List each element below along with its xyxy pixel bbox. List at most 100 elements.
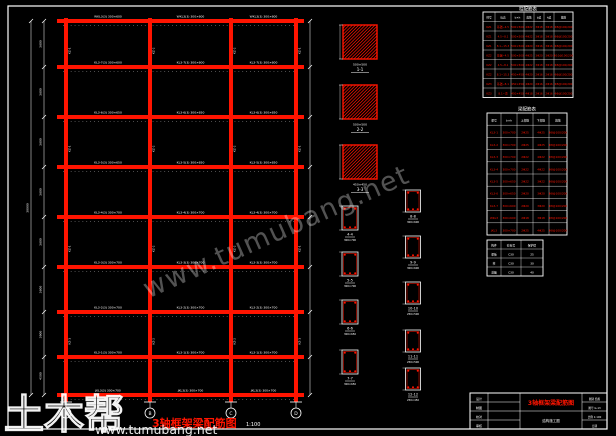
table-cell: 2Φ25 [521,228,529,232]
rebar-dot [343,207,346,210]
beam-label: KL3-3(3) 300×700 [94,261,122,265]
table-cell: 8.1~15.3 [497,73,510,77]
section-hatch [343,85,377,119]
rebar-dot [343,320,346,323]
table-cell: 40 [530,270,534,274]
table-cell: 300×600 [502,204,515,208]
table-cell: 500×500 [511,54,524,58]
table-cell: 3Φ16 [535,44,543,48]
section-label: 10-10 [408,307,418,311]
stirrup [406,283,420,303]
section-outline [341,299,359,325]
table-cell: 砼标号 [507,243,516,247]
rebar-dot [354,226,357,229]
table-cell: Φ8@100/200 [555,73,573,77]
section-dim: 250×500 [407,312,419,316]
table-cell: 3Φ20 [537,204,545,208]
section-dim: 300×650 [344,332,356,336]
dim-tick [41,309,47,315]
table-cell: 2Φ16 [535,92,543,96]
stirrup [406,331,420,351]
table-cell: 4Φ22 [525,35,533,39]
table-cell: C30 [508,261,514,265]
beam-label: KL3-1(3) 300×700 [250,351,278,355]
table-cell: KZ1 [486,35,492,39]
table-cell: 3Φ22 [537,180,545,184]
table-cell: 2Φ22 [521,155,529,159]
table-cell: 300×700 [502,167,515,171]
table-cell: KL3-3 [490,155,498,159]
rebar-dot [407,237,410,240]
beam-label: KL3-7(3) 300×600 [94,61,122,65]
table-cell: 4Φ25 [537,143,545,147]
table-cell: 4Φ20 [525,44,533,48]
table-cell: KZ3 [486,82,492,86]
table-cell: 4Φ20 [525,82,533,86]
beam [57,393,304,397]
beam-label: KL3-4(3) 300×700 [94,211,122,215]
table-cell: WKL3 [490,216,498,220]
beam [57,265,304,269]
beam [57,19,304,23]
table-cell: 角筋 [526,16,532,20]
section-label: 4-4 [347,233,353,237]
section-outline [341,205,359,231]
table-cell: 柱号 [486,16,492,20]
table-cell: Φ8@100/200 [555,25,573,29]
rebar-dot [412,254,414,257]
table-cell: 300×700 [502,143,515,147]
dim-tick [41,18,47,24]
table-cell: 2Φ16 [535,73,543,77]
watermark-brand: 土木帮 [4,392,124,436]
beam-label: WKL3(3) 300×600 [94,15,122,19]
title-block-right-cell: 比例 1:100 [588,415,602,419]
section-outline [341,349,359,375]
column-label: KZ-1 [68,47,72,54]
rebar-dot [343,253,346,256]
rebar-dot [343,301,346,304]
beam-label: JKL3(3) 300×700 [177,389,204,393]
beam-label: WKL3(3) 300×600 [250,15,278,19]
section-label: 7-7 [347,377,353,381]
column-schedule-title: 柱配筋表 [519,6,537,13]
table-cell: 8.1~15.3 [497,44,510,48]
table-cell: Φ8@100/200 [555,44,573,48]
table-cell: 2Φ22 [521,167,529,171]
title-block-right-cell: 日期 [592,424,598,428]
column-label: KZ-2 [233,245,237,252]
table-cell: 3Φ18 [535,35,543,39]
column-label: KZ-2 [152,145,156,152]
table-cell: 450×450 [511,73,524,77]
table-cell: KZ3 [486,92,492,96]
section-dim: 450×450 [353,183,367,187]
table-cell: 4Φ22 [525,25,533,29]
dim-tick [41,392,47,398]
section-label: 8-8 [410,215,416,219]
column-label: KZ-2 [233,145,237,152]
beam-label: KL3-6(3) 300×650 [250,111,278,115]
grid-bubble [225,407,237,419]
table-cell: KL3-4 [490,167,498,171]
section-outline [405,235,421,259]
grid-bubble-label: A [64,411,68,417]
rebar-dot [412,208,414,211]
story-dim: 3900 [39,331,43,339]
stirrup [406,237,420,257]
section-dim: 250×450 [407,398,419,402]
table-cell: JKL3 [490,228,497,232]
table-cell: b边 [537,16,542,20]
title-block-field-label: 校对 [476,414,482,419]
table-cell: 4Φ22 [537,167,545,171]
rebar-dot [407,300,410,303]
table-cell: 基础~4.5 [497,25,509,29]
rebar-dot [416,191,419,194]
section-dim: 500×500 [353,63,367,67]
title-block-field-label: 设计 [476,396,482,401]
section-label: 6-6 [347,327,353,331]
table-cell: 上部筋 [521,119,530,123]
table-cell: 4Φ25 [537,228,545,232]
table-cell: 3Φ18 [545,63,553,67]
table-cell: 450×450 [511,92,524,96]
table-cell: 梁板 [491,252,497,256]
